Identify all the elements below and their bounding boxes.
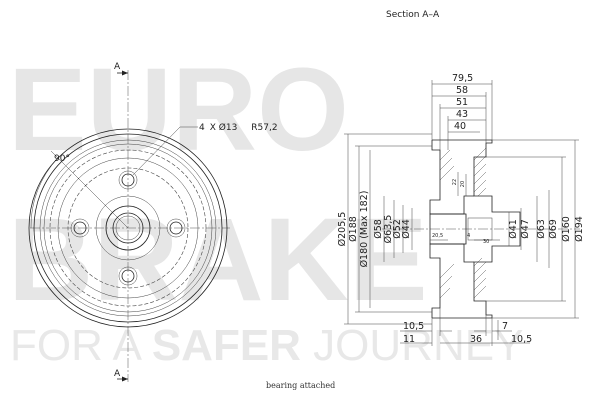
- dim-43: 43: [456, 109, 468, 120]
- watermark-tagline: FOR A SAFER JOURNEY: [10, 321, 523, 370]
- dim-58-dia: Ø58: [373, 219, 384, 239]
- bolt-hole-left: [73, 221, 87, 235]
- dim-63-5: Ø63,5: [383, 215, 394, 244]
- dim-7: 7: [502, 321, 508, 332]
- dim-58: 58: [456, 85, 468, 96]
- drum-inner-circle-1: [39, 139, 217, 317]
- left-dimensions: Ø205,5 Ø188 Ø180 (Max 182) Ø58 Ø63,5 Ø52…: [337, 133, 432, 325]
- dim-20: 20: [460, 181, 466, 187]
- watermark-euro: EURO: [8, 44, 349, 176]
- bottom-dimensions: 10,5 7 11 36 10,5: [400, 301, 532, 346]
- dim-10-5-left: 10,5: [403, 321, 424, 332]
- caption: bearing attached: [266, 381, 335, 390]
- bolt-callout-text: 4 X Ø13 R57,2: [199, 122, 278, 133]
- dim-40: 40: [454, 121, 466, 132]
- dim-4: 4: [467, 233, 470, 239]
- right-dimensions: Ø41 Ø47 Ø63 Ø69 Ø160 Ø194: [486, 139, 585, 319]
- angle-arc: [30, 157, 59, 229]
- bore-inner-circle: [115, 215, 141, 241]
- dim-22: 22: [452, 179, 458, 185]
- bolt-holes: [70, 170, 186, 286]
- bolt-boss-left: [70, 218, 90, 238]
- hub-circle: [105, 205, 151, 251]
- bolt-hole-top: [121, 173, 135, 187]
- bolt-hole-right: [169, 221, 183, 235]
- section-view: Section A–A: [337, 10, 585, 346]
- center-bore-circle: [112, 212, 144, 244]
- dim-63: Ø63: [536, 219, 547, 239]
- tagline-post: JOURNEY: [301, 321, 523, 370]
- dim-51: 51: [456, 97, 468, 108]
- braking-surface-circle: [49, 149, 207, 307]
- dim-52: Ø52: [392, 219, 403, 239]
- angle-label: 90°: [54, 154, 70, 164]
- top-dimensions: 79,5 58 51 43 40: [431, 73, 493, 150]
- dim-205-5: Ø205,5: [337, 212, 348, 247]
- angle-ref-line: [50, 150, 129, 229]
- dim-79-5: 79,5: [452, 73, 473, 84]
- dim-20-5: 20,5: [432, 233, 443, 239]
- dim-36: 36: [470, 334, 482, 345]
- dim-10-5-right: 10,5: [511, 334, 532, 345]
- bolt-boss-top: [118, 170, 138, 190]
- dim-11: 11: [403, 334, 415, 345]
- bolt-diameter: X Ø13: [210, 122, 238, 133]
- section-arrowhead-top: [122, 70, 128, 76]
- watermark: EURO BRAKE FOR A SAFER JOURNEY: [8, 44, 523, 370]
- bolt-count: 4: [199, 123, 205, 133]
- bolt-boss-bottom: [118, 266, 138, 286]
- dim-188: Ø188: [348, 216, 359, 242]
- drum-profile-upper: [432, 139, 521, 229]
- dim-47: Ø47: [520, 219, 531, 239]
- tagline-pre: FOR A: [10, 321, 152, 370]
- dim-41: Ø41: [508, 219, 519, 239]
- drum-profile-lower: [432, 229, 521, 319]
- dim-30: 30: [483, 239, 489, 245]
- drum-inner-upper: [429, 140, 474, 215]
- face-circle: [57, 157, 199, 299]
- section-title: Section A–A: [386, 10, 440, 20]
- section-marker-bottom: A: [114, 369, 121, 379]
- outer-drum-circle: [28, 128, 228, 328]
- bolt-boss-right: [166, 218, 186, 238]
- bolt-hole-bottom: [121, 269, 135, 283]
- dim-44: Ø44: [401, 219, 412, 239]
- drum-rim-circle: [33, 133, 223, 323]
- dim-160: Ø160: [561, 216, 572, 242]
- bolt-callout-leader: [132, 126, 181, 176]
- dim-180: Ø180 (Max 182): [359, 191, 370, 268]
- tagline-bold: SAFER: [152, 321, 301, 370]
- hatch-upper: [439, 147, 487, 197]
- section-arrowhead-bottom: [122, 376, 128, 382]
- section-marker-top: A: [114, 62, 121, 72]
- dim-194: Ø194: [574, 216, 585, 242]
- drum-inner-circle-2: [43, 143, 213, 313]
- hatch-lower: [439, 257, 487, 299]
- drum-inner-lower: [429, 243, 474, 318]
- bolt-radius: R57,2: [251, 123, 277, 133]
- hub-outer-circle: [95, 195, 161, 261]
- bolt-pcd-circle: [67, 167, 189, 289]
- inner-small-dims: 22 20 20,5 4 30: [430, 172, 500, 245]
- watermark-brake: BRAKE: [8, 194, 428, 326]
- dim-69: Ø69: [548, 219, 559, 239]
